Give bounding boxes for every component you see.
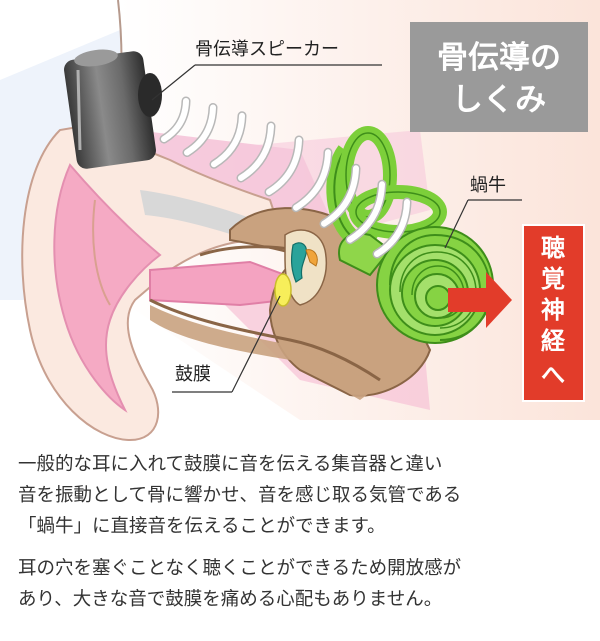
- nerve-box: 聴 覚 神 経 へ: [522, 224, 585, 402]
- title-box: 骨伝導の しくみ: [410, 22, 588, 132]
- cochlea-label: 蝸牛: [444, 175, 522, 249]
- speaker-label: 骨伝導スピーカー: [151, 39, 382, 101]
- nerve-char: 覚: [541, 265, 565, 293]
- description-paragraph-1: 一般的な耳に入れて鼓膜に音を伝える集音器と違い 音を振動として骨に響かせ、音を感…: [18, 449, 588, 542]
- cochlea-label-text: 蝸牛: [470, 175, 506, 196]
- arrow-right-icon: [448, 272, 512, 328]
- nerve-char: 神: [541, 296, 565, 324]
- nerve-char: 聴: [541, 234, 565, 262]
- illustration: 骨伝導の しくみ 骨伝導スピーカー 蝸牛 鼓膜 聴 覚 神 経 へ: [0, 0, 600, 442]
- description-paragraph-2: 耳の穴を塞ぐことなく聴くことができるため開放感が あり、大きな音で鼓膜を痛める心…: [18, 553, 588, 615]
- nerve-char: 経: [541, 327, 566, 355]
- description-text-1: 一般的な耳に入れて鼓膜に音を伝える集音器と違い 音を振動として骨に響かせ、音を感…: [18, 454, 462, 537]
- speaker-device-icon: [64, 49, 162, 169]
- description-text-2: 耳の穴を塞ぐことなく聴くことができるため開放感が あり、大きな音で鼓膜を痛める心…: [18, 558, 462, 610]
- vibration-waves: [159, 96, 412, 259]
- speaker-label-text: 骨伝導スピーカー: [195, 39, 339, 60]
- eardrum-label-text: 鼓膜: [175, 364, 211, 385]
- title-line2: しくみ: [452, 82, 546, 118]
- title-line1: 骨伝導の: [437, 40, 561, 76]
- eardrum-label: 鼓膜: [172, 295, 281, 393]
- nerve-char: へ: [541, 361, 565, 389]
